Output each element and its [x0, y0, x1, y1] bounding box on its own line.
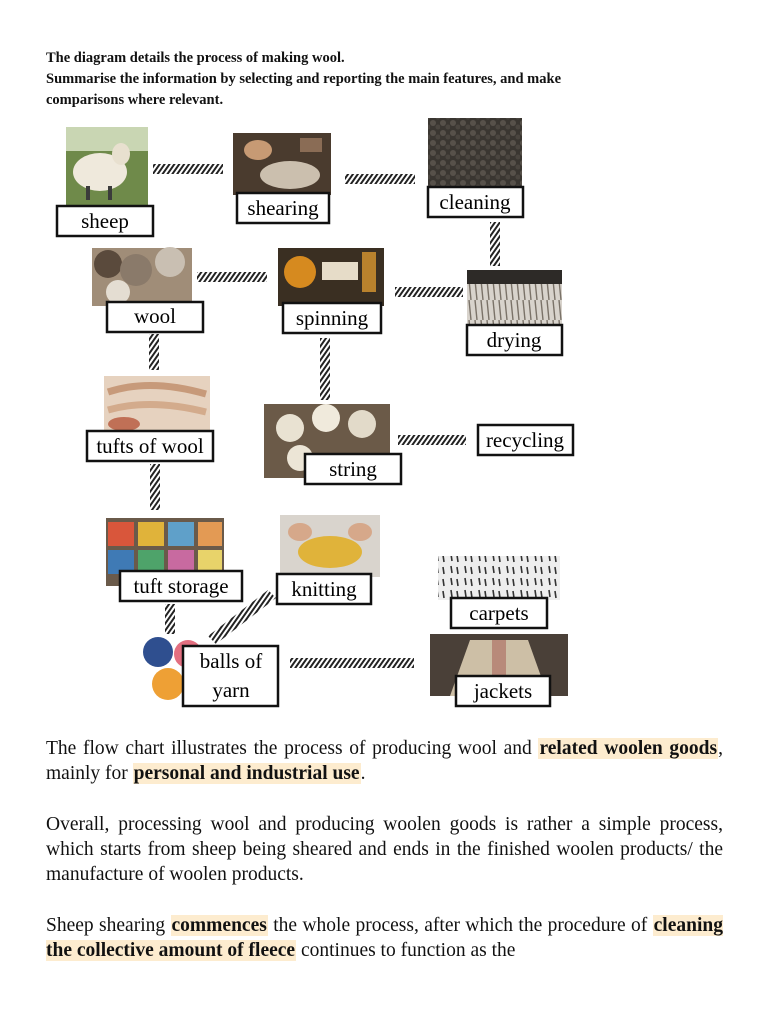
cleaning-photo	[428, 118, 522, 192]
p3-text-2: the whole process, after which the proce…	[267, 915, 653, 936]
spinning-label-box	[281, 301, 383, 335]
drying-label: drying	[487, 328, 542, 352]
carpets-photo	[438, 556, 560, 600]
connector-cleaning-drying	[490, 222, 500, 266]
p3-text-1: Sheep shearing	[46, 915, 171, 936]
prompt-line-2: Summarise the information by selecting a…	[46, 71, 562, 87]
paragraph-overview: Overall, processing wool and producing w…	[46, 812, 723, 887]
p3-highlight-1: commences	[170, 915, 268, 936]
tuft-storage-label: tuft storage	[133, 574, 228, 598]
shearing-label-box	[235, 191, 331, 225]
string-label: string	[329, 457, 377, 481]
p3-text-3: continues to function as the	[296, 940, 516, 961]
sheep-label: sheep	[81, 209, 129, 233]
wool-label: wool	[134, 304, 176, 328]
balls-of-yarn-label-line-2: yarn	[212, 678, 250, 702]
shearing-label: shearing	[247, 196, 319, 220]
connector-spinning-wool	[197, 272, 267, 282]
p1-text-1: The flow chart illustrates the process o…	[46, 738, 539, 759]
jackets-label: jackets	[473, 679, 532, 703]
balls-of-yarn-photo	[143, 637, 202, 700]
spinning-photo	[278, 248, 384, 306]
recycling-label-box	[476, 423, 575, 457]
shearing-photo	[233, 133, 331, 195]
balls-of-yarn-label-line-1: balls of	[200, 649, 262, 673]
tufts-label-box	[85, 429, 215, 463]
connector-drying-spinning	[395, 287, 463, 297]
wool-label-box	[105, 300, 205, 334]
p1-text-2: , mainly for	[46, 738, 723, 784]
paragraph-introduction: The flow chart illustrates the process o…	[46, 736, 723, 786]
carpets-label-box	[449, 596, 549, 630]
knitting-photo	[280, 515, 380, 577]
connector-wool-tufts	[149, 334, 159, 370]
spinning-label: spinning	[296, 306, 369, 330]
string-label-box	[303, 452, 403, 486]
drying-label-box	[465, 323, 564, 357]
balls-of-yarn-label-box	[181, 644, 280, 708]
connector-sheep-shearing	[153, 164, 223, 174]
tufts-photo	[104, 376, 210, 432]
connector-tufts-storage	[150, 464, 160, 510]
knitting-label-box	[275, 572, 373, 606]
connector-knitting-yarn	[208, 590, 276, 644]
wool-process-diagram: sheep shearing cleaning drying spinning …	[55, 118, 575, 708]
connector-string-recycling	[398, 435, 466, 445]
recycling-label: recycling	[486, 428, 565, 452]
carpets-label: carpets	[469, 601, 528, 625]
task-prompt: The diagram details the process of makin…	[46, 48, 736, 111]
cleaning-label-box	[426, 185, 525, 219]
jackets-label-box	[454, 674, 552, 708]
cleaning-label: cleaning	[439, 190, 511, 214]
p1-highlight-1: related woolen goods	[538, 738, 719, 759]
sheep-label-box	[55, 204, 155, 238]
connector-storage-yarn	[165, 604, 175, 634]
sheep-photo	[66, 127, 148, 205]
prompt-line-3: comparisons where relevant.	[46, 92, 224, 108]
p2-text: Overall, processing wool and producing w…	[46, 814, 723, 885]
tufts-label: tufts of wool	[96, 434, 203, 458]
connector-shearing-cleaning	[345, 174, 415, 184]
connector-yarn-jackets	[290, 658, 414, 668]
p1-text-3: .	[360, 763, 366, 784]
paragraph-body: Sheep shearing commences the whole proce…	[46, 913, 723, 963]
drying-photo	[467, 270, 562, 328]
wool-photo	[92, 247, 192, 306]
knitting-label: knitting	[291, 577, 357, 601]
connector-spinning-string	[320, 338, 330, 400]
tuft-storage-label-box	[118, 569, 244, 603]
p1-highlight-2: personal and industrial use	[132, 763, 361, 784]
prompt-line-1: The diagram details the process of makin…	[46, 50, 345, 66]
